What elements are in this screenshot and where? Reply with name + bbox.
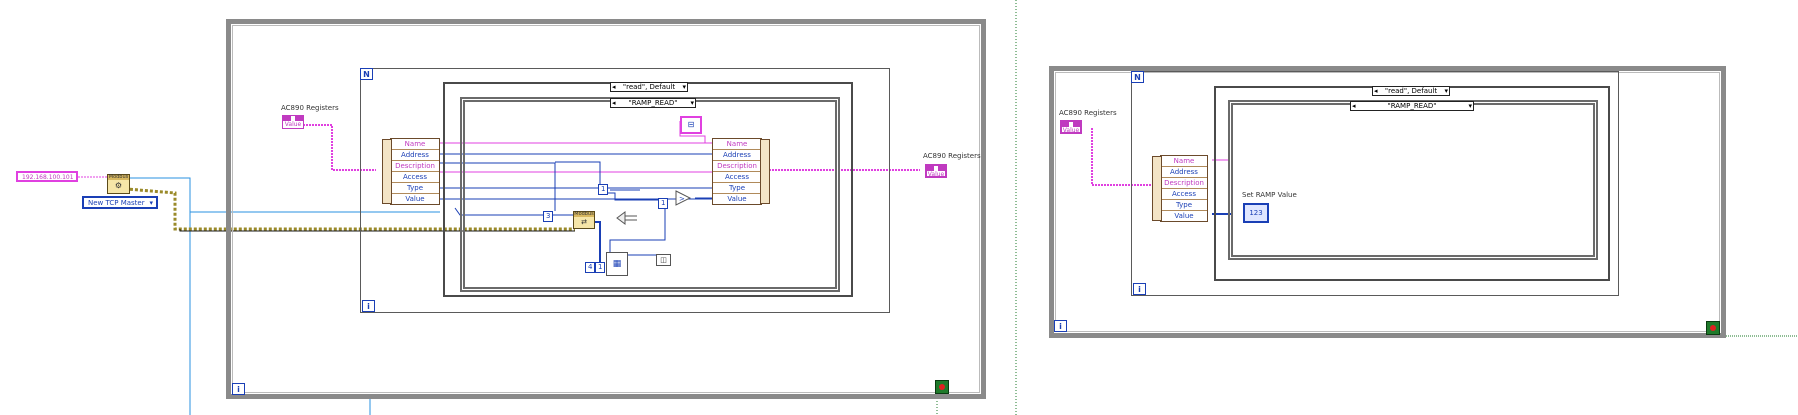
unbundle-row[interactable]: Address [1161,167,1207,178]
registers-indicator-out[interactable]: Value [925,164,947,178]
left-for-loop-count: N [360,68,373,80]
left-case-outer-selector[interactable]: ◂ "read", Default ▾ [610,82,688,92]
bundle-row[interactable]: Access [713,172,761,183]
constant[interactable]: 1 [658,198,669,209]
set-ramp-indicator-value: 123 [1249,209,1263,217]
right-case-inner-label: "RAMP_READ" [1387,102,1437,110]
left-case-inner-label: "RAMP_READ" [628,99,678,107]
cluster-stripe [283,116,303,121]
bundle-row[interactable]: Type [713,183,761,194]
wire-error [114,186,575,231]
left-case-outer-label: "read", Default [622,83,676,91]
read-registers-icon: ⇄ [581,218,587,226]
unbundle-row[interactable]: Type [1161,200,1207,211]
tcp-master-enum[interactable]: New TCP Master ▾ [82,196,158,209]
left-for-loop-iteration: i [362,300,375,312]
left-case-inner[interactable] [460,97,840,292]
network-icon: ⚙ [114,181,123,190]
unbundle-row[interactable]: Value [405,195,425,203]
unbundle-row[interactable]: Access [391,172,439,183]
right-registers-control[interactable]: Value [1060,120,1082,134]
right-for-loop-count: N [1131,71,1144,83]
right-registers-label: AC890 Registers [1059,109,1117,117]
registers-indicator-out-text: Value [927,171,945,178]
right-for-loop[interactable] [1131,71,1619,296]
split-number-icon[interactable] [615,208,639,228]
constant[interactable]: 1 [595,262,606,273]
registers-control-in-text: Value [284,121,302,128]
right-case-outer-selector[interactable]: ◂ "read", Default ▾ [1372,86,1450,96]
array-build-node[interactable]: ▦ [606,252,628,276]
unbundle-by-name[interactable]: Name Address Description Access Type Val… [382,138,440,205]
unbundle-cap [1152,156,1162,221]
registers-control-in[interactable]: Value [282,115,304,129]
unbundle-row[interactable]: Type [391,183,439,194]
modbus-label: Modbus [108,174,129,180]
case-next-icon[interactable]: ▾ [682,83,686,91]
unbundle-row[interactable]: Description [1161,178,1207,189]
right-stop-terminal-icon[interactable] [1706,321,1720,335]
modbus-tcp-master-subvi[interactable]: Modbus ⚙ [107,174,130,194]
case-next-icon[interactable]: ▾ [1444,87,1448,95]
unbundle-row[interactable]: Name [391,139,439,150]
registers-label-out: AC890 Registers [923,152,981,160]
right-while-loop[interactable] [1049,66,1726,338]
array-index-icon: ⊟ [687,120,695,129]
modbus-label-2: Modbus [574,211,594,217]
wire-tcp-down [120,177,191,415]
case-prev-icon[interactable]: ◂ [1352,102,1356,110]
unbundle-row[interactable]: Address [391,150,439,161]
bundle-row[interactable]: Value [727,195,747,203]
tcp-master-enum-label: New TCP Master [88,199,145,207]
wire-registers-in [300,124,376,171]
right-unbundle-by-name[interactable]: Name Address Description Access Type Val… [1152,155,1208,222]
left-stop-terminal-icon[interactable] [935,380,949,394]
bool-output-node[interactable]: ◫ [656,254,671,266]
unbundle-row[interactable]: Access [1161,189,1207,200]
constant[interactable]: 4 [585,262,596,273]
right-case-inner-selector[interactable]: ◂ "RAMP_READ" ▾ [1350,101,1474,111]
registers-label-in: AC890 Registers [281,104,339,112]
bundle-by-name[interactable]: Name Address Description Access Type Val… [712,138,770,205]
bundle-cap [760,139,770,204]
left-for-loop[interactable] [360,68,890,313]
right-case-inner[interactable] [1228,100,1598,260]
case-prev-icon[interactable]: ◂ [1374,87,1378,95]
string-array-node[interactable]: ⊟ [680,116,702,134]
right-registers-control-text: Value [1062,127,1080,134]
svg-text:>: > [679,195,685,203]
case-prev-icon[interactable]: ◂ [612,83,616,91]
grid-icon: ▦ [612,259,622,269]
ip-address-constant[interactable]: 192.168.100.101 [16,171,78,182]
bundle-row[interactable]: Name [713,139,761,150]
set-ramp-label: Set RAMP Value [1242,191,1297,199]
constant[interactable]: 3 [543,211,554,222]
left-while-iteration: i [232,383,245,395]
case-prev-icon[interactable]: ◂ [612,99,616,107]
left-case-inner-selector[interactable]: ◂ "RAMP_READ" ▾ [610,98,696,108]
case-next-icon[interactable]: ▾ [1468,102,1472,110]
bundle-row[interactable]: Description [713,161,761,172]
greater-than-icon[interactable]: > [675,190,691,206]
modbus-read-subvi[interactable]: Modbus ⇄ [573,211,595,229]
constant[interactable]: 1 [598,184,609,195]
unbundle-cap [382,139,392,204]
cluster-stripe [1062,122,1080,127]
unbundle-row[interactable]: Description [391,161,439,172]
bundle-row[interactable]: Address [713,150,761,161]
unbundle-row[interactable]: Name [1161,156,1207,167]
unbundle-row[interactable]: Value [1174,212,1194,220]
right-while-iteration: i [1054,320,1067,332]
bool-icon: ◫ [660,256,667,264]
left-while-loop[interactable] [226,19,986,399]
chevron-down-icon[interactable]: ▾ [149,199,153,207]
case-next-icon[interactable]: ▾ [690,99,694,107]
right-for-loop-iteration: i [1133,283,1146,295]
right-case-outer-label: "read", Default [1384,87,1438,95]
cluster-stripe [927,166,945,171]
set-ramp-indicator[interactable]: 123 [1243,203,1269,223]
